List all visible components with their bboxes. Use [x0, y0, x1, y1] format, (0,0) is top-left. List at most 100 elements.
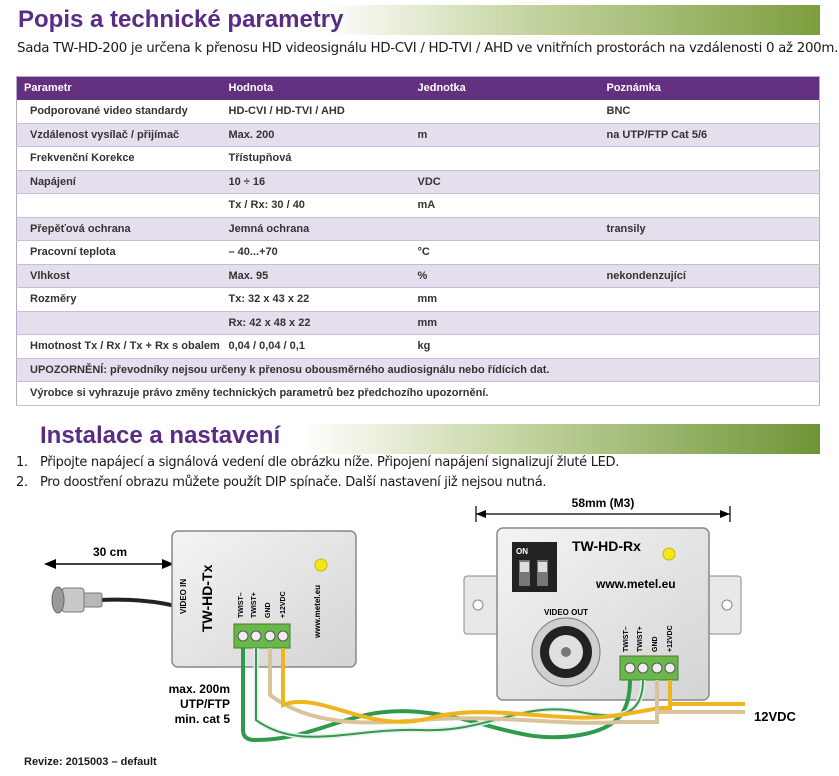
- table-cell: nekondenzující: [599, 264, 820, 288]
- table-cell: [599, 334, 820, 359]
- table-cell: BNC: [599, 99, 820, 124]
- table-cell: [410, 99, 600, 124]
- cable-length-label: 30 cm: [93, 545, 127, 559]
- step-text: Připojte napájecí a signálová vedení dle…: [40, 455, 620, 470]
- col-header-poznamka: Poznámka: [599, 76, 820, 100]
- terminal-label: TWIST–: [238, 592, 245, 618]
- tx-name-label: TW-HD-Tx: [199, 564, 215, 632]
- cable-spec-line: UTP/FTP: [180, 697, 230, 711]
- table-note-row: Výrobce si vyhrazuje právo změny technic…: [16, 381, 820, 406]
- table-cell: Max. 95: [221, 264, 411, 288]
- list-item: 2.Pro doostření obrazu můžete použít DIP…: [16, 475, 619, 495]
- table-cell: mA: [410, 193, 600, 218]
- power-label: 12VDC: [754, 709, 797, 724]
- rx-dimension-label: 58mm (M3): [572, 496, 635, 510]
- table-cell: HD-CVI / HD-TVI / AHD: [221, 99, 411, 124]
- tx-unit: VIDEO IN TW-HD-Tx TWIST– TWIST+ GND +12V…: [171, 530, 357, 668]
- intro-text: Sada TW-HD-200 je určena k přenosu HD vi…: [17, 41, 839, 56]
- spec-table: Parametr Hodnota Jednotka Poznámka Podpo…: [16, 76, 820, 406]
- rx-video-out-label: VIDEO OUT: [544, 608, 588, 617]
- revision-label: Revize: 2015003 – default: [24, 756, 157, 768]
- table-cell: [599, 287, 820, 312]
- table-cell: Rozměry: [16, 287, 222, 312]
- table-cell: Max. 200: [221, 123, 411, 147]
- table-cell: m: [410, 123, 600, 147]
- dip-on-label: ON: [516, 547, 528, 556]
- step-number: 1.: [16, 455, 28, 470]
- table-cell: Podporované video standardy: [16, 99, 222, 124]
- table-cell: Frekvenční Korekce: [16, 146, 222, 171]
- step-number: 2.: [16, 475, 28, 490]
- table-cell: na UTP/FTP Cat 5/6: [599, 123, 820, 147]
- cable-spec-line: max. 200m: [169, 682, 230, 696]
- table-cell: [410, 217, 600, 241]
- wiring-diagram: 30 cm VIDEO IN TW-HD-Tx TWIST– TWIST+ GN…: [44, 496, 797, 743]
- table-cell: Tx: 32 x 43 x 22: [221, 287, 411, 312]
- table-cell: kg: [410, 334, 600, 359]
- section2-header-bar: [34, 424, 820, 454]
- led-indicator-icon: [662, 547, 676, 561]
- table-cell: [599, 240, 820, 265]
- cable-length-arrow: 30 cm: [44, 545, 174, 569]
- table-cell: Jemná ochrana: [221, 217, 411, 241]
- table-cell: [599, 170, 820, 194]
- table-cell: Přepěťová ochrana: [16, 217, 222, 241]
- table-cell: mm: [410, 311, 600, 335]
- table-cell: Rx: 42 x 48 x 22: [221, 311, 411, 335]
- table-row: Rx: 42 x 48 x 22 mm: [16, 311, 820, 335]
- terminal-label: TWIST+: [251, 592, 258, 618]
- twisted-pair-cable: [241, 648, 745, 743]
- table-cell: – 40...+70: [221, 240, 411, 265]
- install-steps: 1. Připojte napájecí a signálová vedení d…: [16, 455, 619, 495]
- table-cell: mm: [410, 287, 600, 312]
- list-item: 1. Připojte napájecí a signálová vedení d…: [16, 455, 619, 475]
- spec-table-header: Parametr Hodnota Jednotka Poznámka: [16, 76, 820, 100]
- rx-unit: 58mm (M3) ON TW-HD-Rx www.metel.eu VIDEO…: [463, 496, 742, 701]
- table-cell: 0,04 / 0,04 / 0,1: [221, 334, 411, 359]
- section1-header-bar: [14, 5, 820, 35]
- bnc-connector-icon: [51, 586, 177, 614]
- table-cell: Vlhkost: [16, 264, 222, 288]
- col-header-hodnota: Hodnota: [221, 76, 411, 100]
- terminal-label: GND: [265, 602, 272, 618]
- bnc-socket-icon: [531, 617, 601, 687]
- table-cell: [16, 193, 222, 218]
- table-cell: Třístupňová: [221, 146, 411, 171]
- table-cell: [599, 311, 820, 335]
- led-indicator-icon: [314, 558, 328, 572]
- table-note-row: UPOZORNĚNÍ: převodníky nejsou určeny k p…: [16, 358, 820, 382]
- terminal-label: TWIST+: [637, 626, 644, 652]
- table-row: Napájení 10 ÷ 16 VDC: [16, 170, 820, 194]
- table-cell: Napájení: [16, 170, 222, 194]
- table-cell: Vzdálenost vysílač / přijímač: [16, 123, 222, 147]
- rx-url-label: www.metel.eu: [595, 577, 676, 591]
- table-cell: 10 ÷ 16: [221, 170, 411, 194]
- cable-spec-line: min. cat 5: [175, 712, 231, 726]
- tx-url-label: www.metel.eu: [313, 585, 322, 639]
- section1-title: Popis a technické parametry: [18, 6, 344, 33]
- warning-note: UPOZORNĚNÍ: převodníky nejsou určeny k p…: [16, 358, 820, 382]
- terminal-label: +12VDC: [667, 625, 674, 652]
- table-row: Vlhkost Max. 95 % nekondenzující: [16, 264, 820, 288]
- table-row: Vzdálenost vysílač / přijímač Max. 200 m…: [16, 123, 820, 147]
- table-row: Podporované video standardy HD-CVI / HD-…: [16, 99, 820, 124]
- table-cell: [16, 311, 222, 335]
- table-cell: Tx / Rx: 30 / 40: [221, 193, 411, 218]
- col-header-parametr: Parametr: [16, 76, 222, 100]
- terminal-label: +12VDC: [280, 591, 287, 618]
- table-cell: Pracovní teplota: [16, 240, 222, 265]
- terminal-label: GND: [652, 636, 659, 652]
- tx-video-in-label: VIDEO IN: [179, 579, 188, 614]
- table-cell: %: [410, 264, 600, 288]
- section2-title: Instalace a nastavení: [40, 422, 281, 449]
- table-row: Rozměry Tx: 32 x 43 x 22 mm: [16, 287, 820, 312]
- table-row: Tx / Rx: 30 / 40 mA: [16, 193, 820, 218]
- table-row: Pracovní teplota – 40...+70 °C: [16, 240, 820, 265]
- table-row: Hmotnost Tx / Rx / Tx + Rx s obalem 0,04…: [16, 334, 820, 359]
- terminal-label: TWIST–: [623, 626, 630, 652]
- rx-name-label: TW-HD-Rx: [572, 538, 641, 554]
- table-cell: VDC: [410, 170, 600, 194]
- table-cell: [599, 146, 820, 171]
- col-header-jednotka: Jednotka: [410, 76, 600, 100]
- table-cell: [410, 146, 600, 171]
